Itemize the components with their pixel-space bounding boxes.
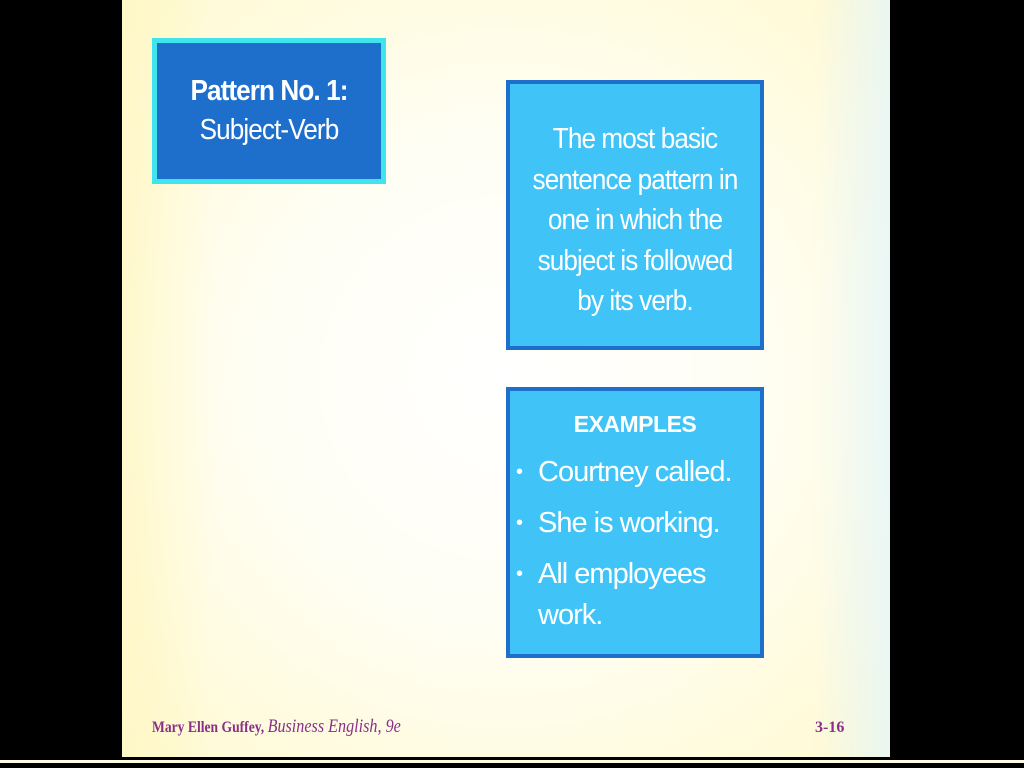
slide-number: 3-16 xyxy=(815,719,845,736)
footer-author: Mary Ellen Guffey, xyxy=(152,719,265,736)
divider xyxy=(0,760,1024,763)
example-item: • All employees work. xyxy=(516,554,760,636)
bullet-icon: • xyxy=(516,563,523,585)
examples-heading: EXAMPLES xyxy=(573,411,697,437)
bullet-icon: • xyxy=(516,461,523,483)
example-text: Courtney called. xyxy=(538,456,733,488)
footer-book: Business English, 9e xyxy=(267,716,401,737)
definition-box: The most basic sentence pattern in one i… xyxy=(506,80,764,350)
example-item: • Courtney called. xyxy=(516,452,760,493)
bullet-icon: • xyxy=(516,512,523,534)
title-line1: Pattern No. 1: xyxy=(190,75,348,107)
example-text: All employees work. xyxy=(538,558,707,631)
title-box: Pattern No. 1: Subject-Verb xyxy=(152,38,386,184)
example-item: • She is working. xyxy=(516,503,760,544)
title-line2: Subject-Verb xyxy=(199,114,340,146)
examples-box: EXAMPLES • Courtney called. • She is worki… xyxy=(506,387,764,658)
footer-credit: Mary Ellen Guffey, Business English, 9e xyxy=(152,716,401,738)
definition-text: The most basic sentence pattern in one i… xyxy=(532,123,739,317)
slide: Pattern No. 1: Subject-Verb The most bas… xyxy=(122,0,890,757)
example-text: She is working. xyxy=(538,507,721,539)
